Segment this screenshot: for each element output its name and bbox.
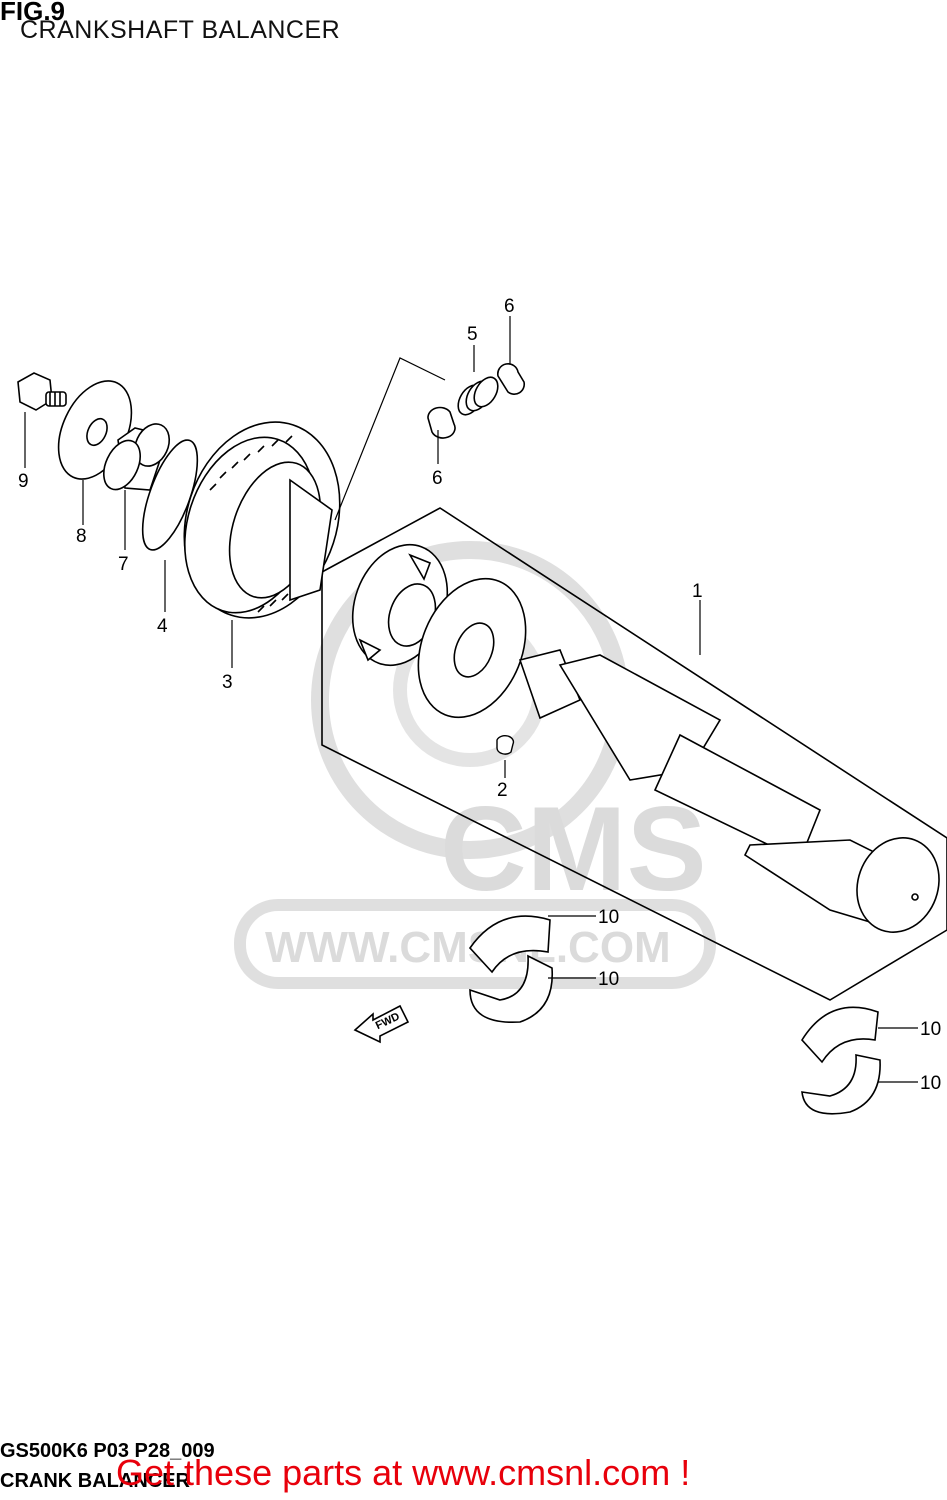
- callout-1: 1: [692, 581, 703, 602]
- leader-lines-gear: [334, 357, 446, 521]
- watermark-brand: CMS: [440, 782, 707, 916]
- callout-9: 9: [18, 471, 29, 492]
- fwd-arrow: FWD: [353, 1004, 410, 1044]
- figure-number: FIG.9: [0, 0, 66, 26]
- bearing-part-10a: [468, 915, 551, 974]
- balancer-washer: [417, 577, 527, 719]
- callout-10a: 10: [598, 907, 619, 928]
- damper-part-6-lower: [427, 406, 456, 439]
- callout-10b: 10: [598, 969, 619, 990]
- watermark-url: WWW.CMSNL.COM: [265, 923, 671, 972]
- gear-part-3: [183, 421, 341, 619]
- callout-10d: 10: [920, 1073, 941, 1094]
- balancer-shaft-part-1: [518, 649, 940, 933]
- promo-link[interactable]: Get these parts at www.cmsnl.com !: [116, 1452, 691, 1493]
- spring-part-5: [457, 376, 499, 416]
- bearing-part-10c: [801, 1006, 879, 1064]
- callout-2: 2: [497, 780, 508, 801]
- key-part-2: [496, 735, 515, 755]
- callout-8: 8: [76, 526, 87, 547]
- callout-6-lower: 6: [432, 468, 443, 489]
- damper-part-6-upper: [497, 363, 526, 395]
- bolt-part-9: [17, 372, 67, 411]
- callout-10c: 10: [920, 1019, 941, 1040]
- bearing-part-10d: [801, 1054, 881, 1115]
- callout-7: 7: [118, 554, 129, 575]
- model-code: GS500K6 P03 P28_009: [0, 1440, 215, 1462]
- cms-watermark: CMS WWW.CMSNL.COM: [234, 541, 716, 989]
- callout-5: 5: [467, 324, 478, 345]
- callout-6-upper: 6: [504, 296, 515, 317]
- callout-numbers: 1 2 3 4 5 6 6 7 8 9 10 10 10 10: [18, 296, 941, 1094]
- callout-4: 4: [157, 616, 168, 637]
- section-name: CRANK BALANCER: [0, 1470, 190, 1492]
- callout-leader-lines: [24, 316, 918, 1083]
- spacer-part-7: [103, 423, 171, 491]
- callout-3: 3: [222, 672, 233, 693]
- figure-title: CRANKSHAFT BALANCER: [20, 16, 341, 44]
- bearing-part-10b: [469, 954, 553, 1023]
- balancer-assembly-box: [321, 507, 947, 1001]
